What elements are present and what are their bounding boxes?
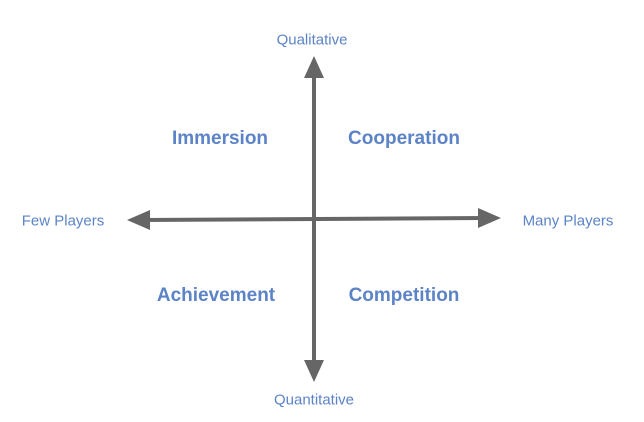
quadrant-immersion: Immersion bbox=[171, 128, 269, 149]
horizontal-axis-arrow bbox=[127, 208, 501, 230]
quadrant-achievement: Achievement bbox=[156, 285, 276, 306]
arrow-right-icon bbox=[478, 208, 501, 228]
quadrant-cooperation: Cooperation bbox=[348, 128, 460, 149]
arrow-left-icon bbox=[127, 210, 150, 230]
axis-label-bottom: Quantitative bbox=[273, 391, 355, 409]
arrow-up-icon bbox=[304, 56, 324, 78]
axis-label-left: Few Players bbox=[21, 212, 105, 230]
axis-label-top: Qualitative bbox=[276, 31, 348, 49]
axis-label-right: Many Players bbox=[522, 212, 614, 230]
quadrant-competition: Competition bbox=[348, 285, 460, 306]
arrow-down-icon bbox=[304, 360, 324, 382]
